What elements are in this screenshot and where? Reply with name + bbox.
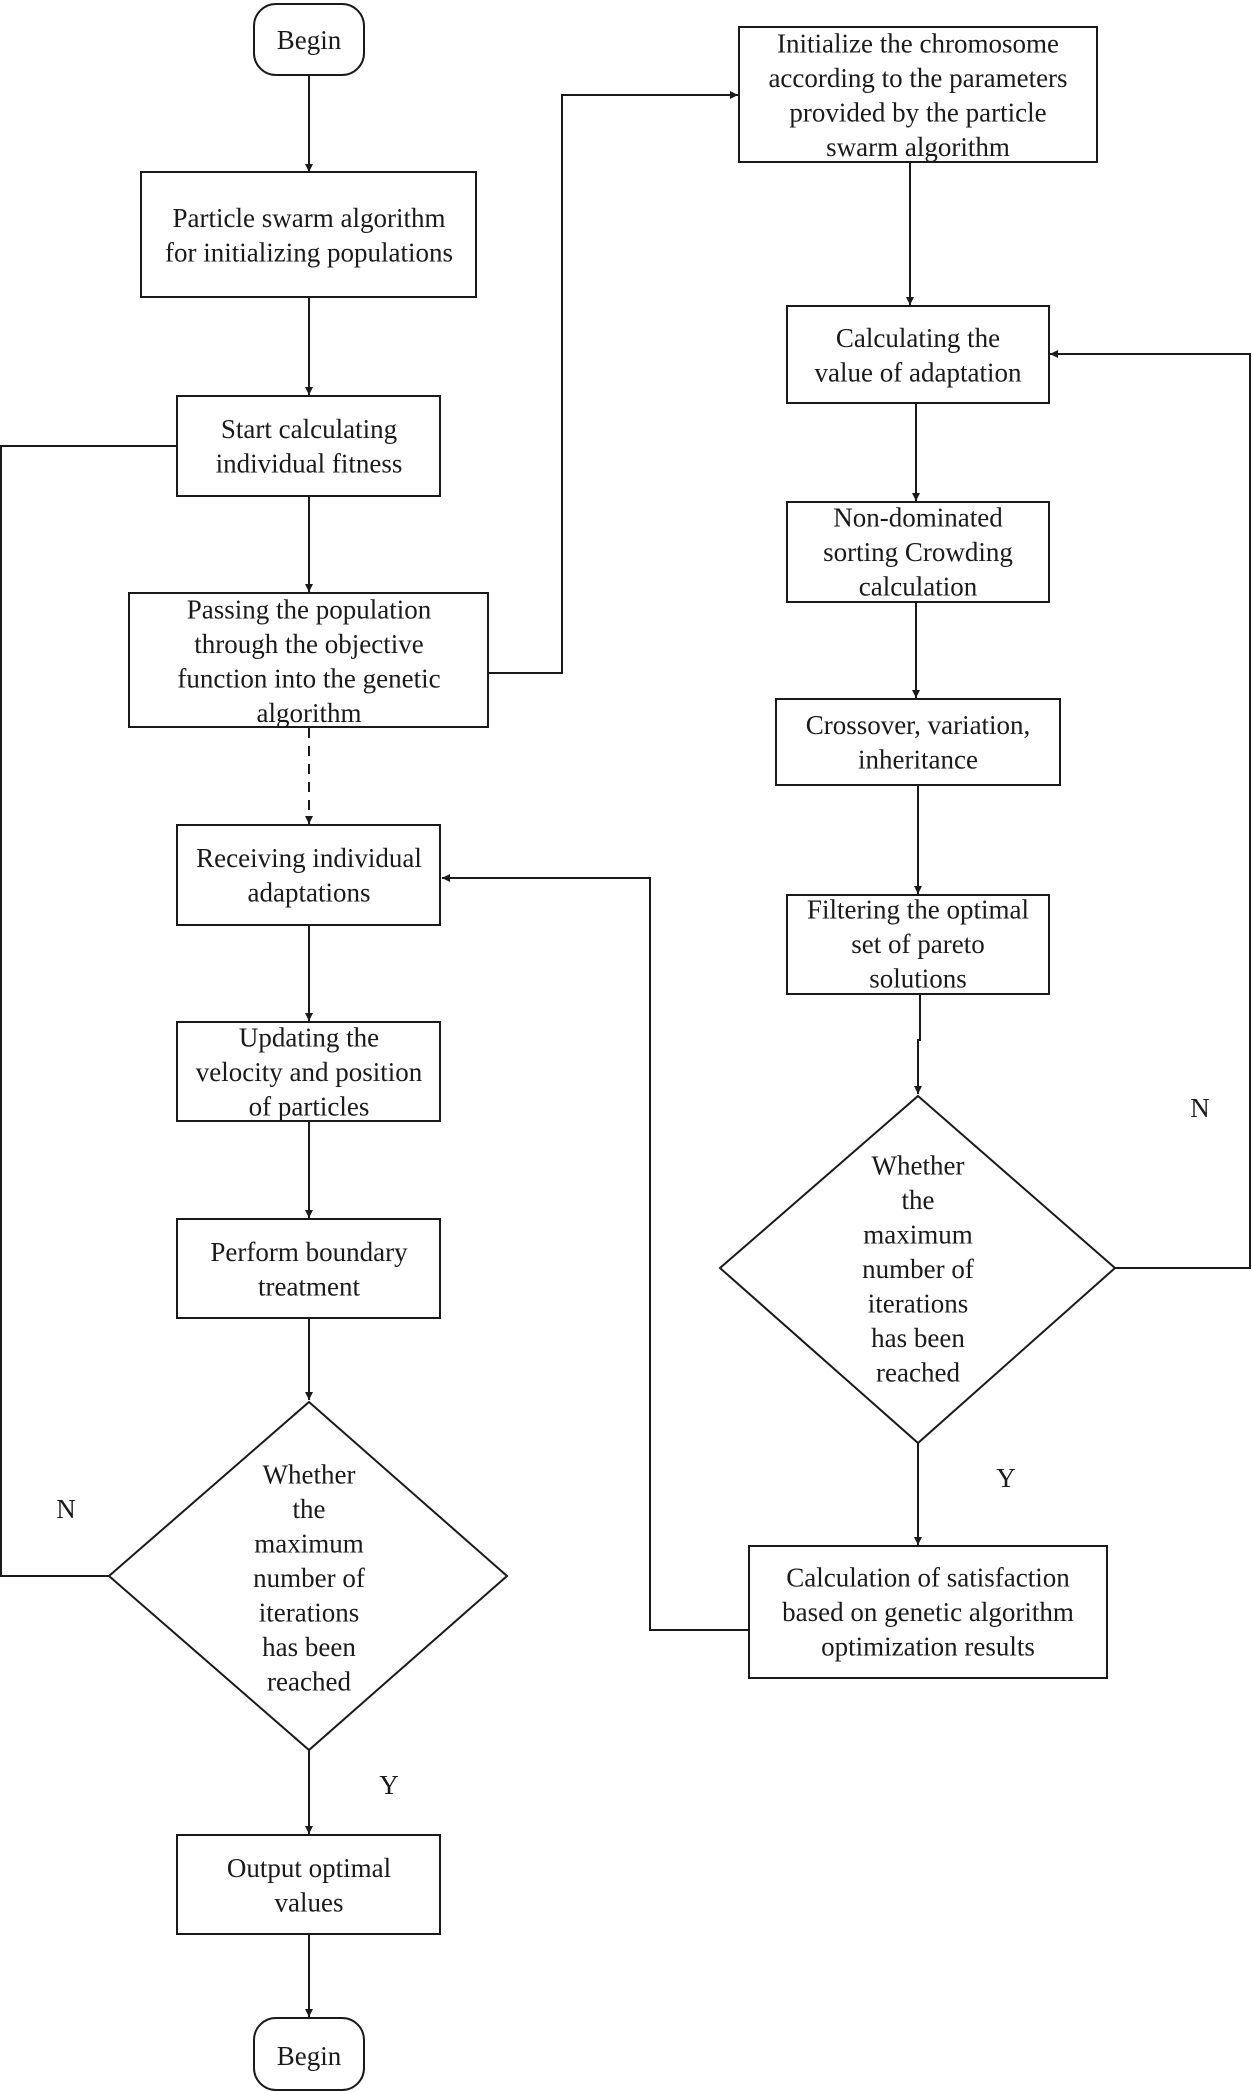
satisfaction-label: Calculation of satisfaction based on gene…: [782, 1563, 1074, 1662]
pso-init-label: Particle swarm algorithm for initializing…: [165, 203, 453, 267]
right-no-label: N: [1190, 1093, 1210, 1123]
crossover-label: Crossover, variation, inheritance: [806, 710, 1031, 775]
left-yes-label: Y: [379, 1770, 399, 1800]
begin-end-line: Begin: [277, 2041, 342, 2071]
boundary-line: treatment: [258, 1271, 360, 1301]
boundary-treatment-label: Perform boundary treatment: [210, 1237, 408, 1302]
receive-adaptations-process: Receiving individual adaptations: [176, 824, 441, 926]
decision-left-line: Whether: [263, 1460, 356, 1490]
init-chromosome-label: Initialize the chromosome according to th…: [768, 28, 1067, 162]
init-chromosome-line: provided by the particle: [789, 97, 1046, 127]
boundary-treatment-process: Perform boundary treatment: [176, 1218, 441, 1319]
decision-right-diamond: Whether the maximum number of iterations has …: [718, 1094, 1117, 1445]
start-fitness-line: individual fitness: [216, 448, 403, 478]
decision-right-line: Whether: [872, 1151, 965, 1181]
satisfaction-line: optimization results: [821, 1632, 1035, 1662]
crossover-process: Crossover, variation, inheritance: [775, 698, 1061, 786]
decision-left-line: reached: [267, 1667, 351, 1697]
update-velocity-process: Updating the velocity and position of part…: [176, 1021, 441, 1122]
calc-adaptation-line: value of adaptation: [815, 357, 1022, 387]
pass-population-process: Passing the population through the object…: [128, 592, 489, 728]
decision-left-line: maximum: [254, 1529, 364, 1559]
connectors: [0, 76, 1251, 2017]
left-no-label: N: [56, 1494, 76, 1524]
receive-adapt-line: adaptations: [248, 877, 371, 907]
begin-start-line: Begin: [277, 25, 342, 55]
update-velocity-label: Updating the velocity and position of part…: [196, 1023, 423, 1122]
nondominated-line: Non-dominated: [833, 503, 1003, 533]
filter-pareto-process: Filtering the optimal set of pareto soluti…: [786, 894, 1050, 995]
decision-right-label: Whether the maximum number of iterations has …: [862, 1151, 974, 1388]
init-chromosome-line: swarm algorithm: [826, 132, 1010, 162]
crossover-line: inheritance: [858, 744, 978, 774]
nondominated-label: Non-dominated sorting Crowding calculation: [823, 503, 1013, 602]
satisfaction-line: Calculation of satisfaction: [786, 1563, 1070, 1593]
nondominated-line: sorting Crowding: [823, 537, 1013, 567]
filter-pareto-line: Filtering the optimal: [807, 895, 1029, 925]
decision-right-line: the: [902, 1185, 935, 1215]
satisfaction-process: Calculation of satisfaction based on gene…: [748, 1545, 1108, 1679]
receive-adaptations-label: Receiving individual adaptations: [196, 843, 422, 908]
decision-right-line: has been: [871, 1323, 965, 1353]
pass-population-line: through the objective: [194, 629, 423, 659]
start-fitness-line: Start calculating: [221, 414, 397, 444]
satisfaction-line: based on genetic algorithm: [782, 1597, 1074, 1627]
pso-init-line: Particle swarm algorithm: [173, 203, 446, 233]
output-optimal-label: Output optimal values: [227, 1853, 391, 1918]
decision-right-line: reached: [876, 1358, 960, 1388]
calc-adaptation-line: Calculating the: [836, 323, 1000, 353]
boundary-line: Perform boundary: [210, 1237, 408, 1267]
decision-right-line: number of: [862, 1254, 974, 1284]
decision-left-diamond: Whether the maximum number of iterations has …: [107, 1400, 509, 1752]
init-chromosome-line: according to the parameters: [768, 63, 1067, 93]
start-fitness-label: Start calculating individual fitness: [216, 414, 403, 479]
decision-left-label: Whether the maximum number of iterations has …: [253, 1460, 365, 1697]
update-velocity-line: of particles: [249, 1092, 370, 1122]
begin-start-terminal: Begin: [253, 3, 365, 76]
pass-population-line: function into the genetic: [177, 663, 440, 693]
crossover-line: Crossover, variation,: [806, 710, 1031, 740]
decision-left-line: number of: [253, 1563, 365, 1593]
filter-pareto-line: solutions: [869, 964, 967, 994]
receive-adapt-line: Receiving individual: [196, 843, 422, 873]
pass-population-line: algorithm: [257, 698, 362, 728]
loop-left-no: [0, 445, 177, 1577]
decision-right-line: maximum: [863, 1220, 973, 1250]
arrow-filter-to-decision: [914, 994, 922, 1094]
filter-pareto-line: set of pareto: [851, 929, 984, 959]
update-velocity-line: Updating the: [239, 1023, 379, 1053]
pso-init-line: for initializing populations: [165, 237, 453, 267]
decision-left-line: iterations: [259, 1598, 359, 1628]
output-optimal-line: values: [275, 1887, 344, 1917]
output-optimal-process: Output optimal values: [176, 1834, 441, 1935]
init-chromosome-line: Initialize the chromosome: [777, 28, 1059, 58]
filter-pareto-label: Filtering the optimal set of pareto soluti…: [807, 895, 1029, 994]
begin-end-label: Begin: [277, 2041, 342, 2071]
nondominated-process: Non-dominated sorting Crowding calculation: [786, 501, 1050, 603]
decision-left-line: the: [293, 1494, 326, 1524]
arrow-satisfaction-to-receive: [442, 874, 749, 1631]
arrow-pass-to-chromosome: [488, 91, 738, 674]
pass-population-label: Passing the population through the object…: [177, 594, 440, 728]
right-yes-label: Y: [996, 1463, 1016, 1493]
nondominated-line: calculation: [859, 572, 978, 602]
update-velocity-line: velocity and position: [196, 1057, 423, 1087]
init-chromosome-process: Initialize the chromosome according to th…: [738, 26, 1098, 163]
begin-end-terminal: Begin: [253, 2017, 365, 2091]
loop-right-no: [1050, 350, 1251, 1269]
pso-init-process: Particle swarm algorithm for initializing…: [140, 171, 477, 298]
start-fitness-process: Start calculating individual fitness: [176, 395, 441, 497]
decision-left-line: has been: [262, 1632, 356, 1662]
calc-adaptation-label: Calculating the value of adaptation: [815, 323, 1022, 388]
begin-start-label: Begin: [277, 25, 342, 55]
output-optimal-line: Output optimal: [227, 1853, 391, 1883]
pass-population-line: Passing the population: [187, 594, 432, 624]
calc-adaptation-process: Calculating the value of adaptation: [786, 305, 1050, 404]
decision-right-line: iterations: [868, 1289, 968, 1319]
